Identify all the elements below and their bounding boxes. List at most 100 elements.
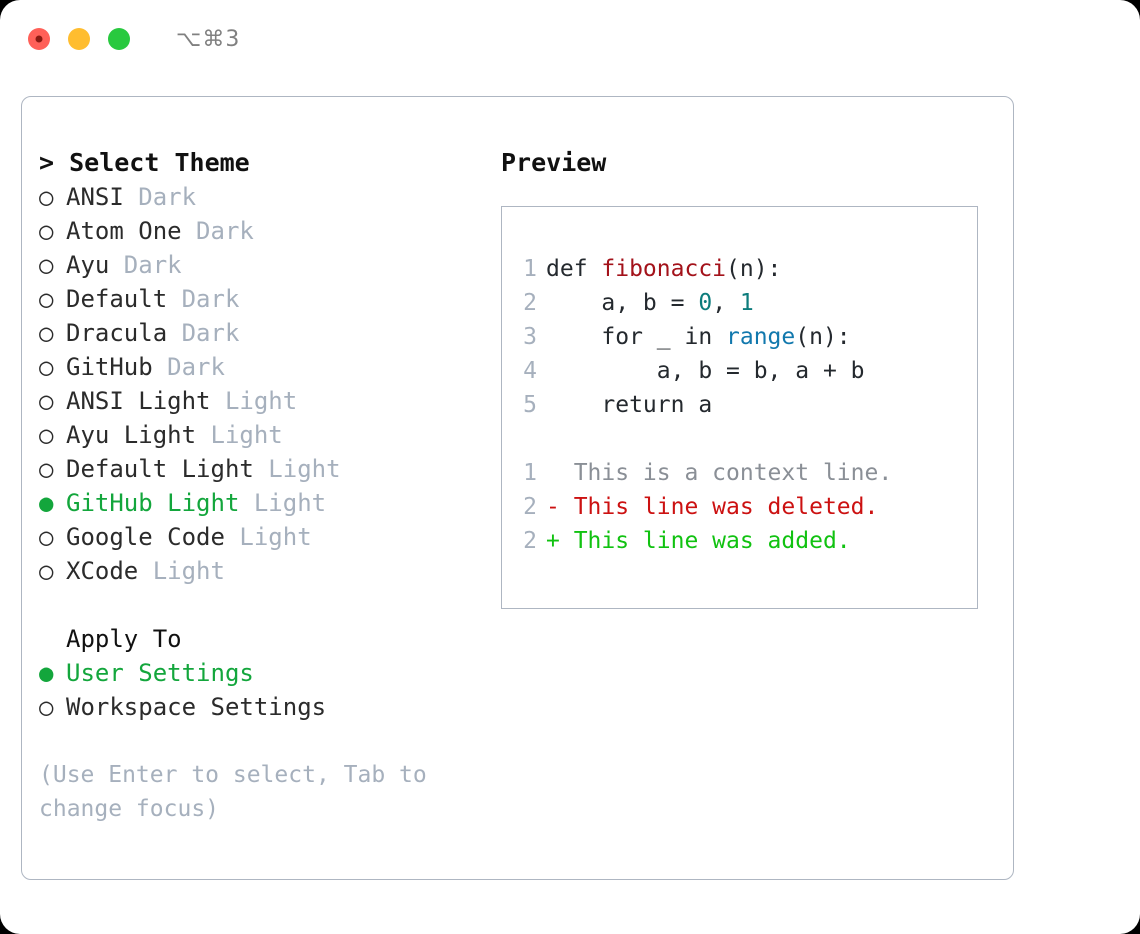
theme-option-label: ANSI: [66, 183, 124, 211]
theme-option-kind: Light: [239, 489, 327, 517]
theme-option-label: Ayu: [66, 251, 110, 279]
diff-line: 2 + This line was added.: [513, 524, 971, 558]
diff-sample: 1 This is a context line. 2 - This line wa…: [513, 456, 971, 558]
code-token: 1: [739, 290, 754, 316]
code-token: a, b =: [546, 290, 699, 316]
code-line: 4 a, b = b, a + b: [513, 354, 971, 388]
apply-to-option-workspace-settings[interactable]: ○ Workspace Settings: [39, 690, 489, 724]
theme-option-google-code[interactable]: ○ Google Code Light: [39, 520, 489, 554]
preview-title: Preview: [501, 148, 607, 177]
diff-line: 2 - This line was deleted.: [513, 490, 971, 524]
radio-selected-icon: ●: [39, 659, 54, 687]
theme-option-label: GitHub: [66, 353, 153, 381]
code-line-number: 2: [523, 290, 537, 316]
close-button-icon[interactable]: [28, 28, 50, 50]
code-token: return a: [546, 392, 713, 418]
radio-selected-icon: ●: [39, 489, 54, 517]
theme-option-kind: Light: [196, 421, 283, 449]
code-token: (n):: [795, 324, 851, 350]
radio-unselected-icon: ○: [39, 693, 54, 721]
theme-option-kind: Dark: [123, 183, 197, 211]
main-panel: > Select Theme ○ANSI Dark○Atom One Dark○…: [21, 96, 1014, 880]
code-token: range: [726, 324, 796, 350]
keyboard-shortcut-label: ⌥⌘3: [176, 26, 241, 52]
theme-option-kind: Light: [210, 387, 298, 415]
code-token: for _ in: [546, 324, 727, 350]
apply-to-option-user-settings[interactable]: ● User Settings: [39, 656, 489, 690]
apply-to-option-label: Workspace Settings: [66, 693, 327, 721]
theme-option-label: Ayu Light: [66, 421, 197, 449]
theme-option-dracula[interactable]: ○ Dracula Dark: [39, 316, 489, 350]
theme-option-kind: Dark: [181, 217, 254, 245]
spacer: [39, 724, 489, 758]
diff-line-text: - This line was deleted.: [546, 494, 879, 520]
title-bar: ⌥⌘3: [0, 0, 1140, 78]
theme-option-label: Atom One: [66, 217, 182, 245]
code-line-number: 4: [523, 358, 537, 384]
diff-line-number: 2: [523, 494, 537, 520]
theme-option-ayu[interactable]: ○ Ayu Dark: [39, 248, 489, 282]
theme-option-kind: Light: [224, 523, 312, 551]
code-token: ,: [712, 290, 740, 316]
theme-option-atom-one[interactable]: ○ Atom One Dark: [39, 214, 489, 248]
diff-line-number: 1: [523, 460, 537, 486]
radio-unselected-icon: ○: [39, 319, 54, 347]
theme-option-github-light[interactable]: ● GitHub Light Light: [39, 486, 489, 520]
theme-option-ansi-light[interactable]: ○ANSI Light Light: [39, 384, 489, 418]
radio-unselected-icon: ○: [39, 523, 54, 551]
theme-option-kind: Light: [253, 455, 341, 483]
code-blank-line: [513, 422, 971, 456]
theme-option-ayu-light[interactable]: ○ Ayu Light Light: [39, 418, 489, 452]
diff-line-text: + This line was added.: [546, 528, 851, 554]
apply-to-option-label: User Settings: [66, 659, 254, 687]
radio-unselected-icon: ○: [39, 455, 54, 483]
radio-unselected-icon: ○: [39, 353, 54, 381]
theme-option-kind: Dark: [152, 353, 225, 381]
diff-line: 1 This is a context line.: [513, 456, 971, 490]
theme-option-kind: Dark: [167, 319, 240, 347]
code-line: 3 for _ in range(n):: [513, 320, 971, 354]
keyboard-hint-text: (Use Enter to select, Tab to change focu…: [39, 762, 427, 822]
maximize-button-icon[interactable]: [108, 28, 130, 50]
apply-to-list[interactable]: ● User Settings ○ Workspace Settings: [39, 656, 489, 724]
traffic-light-buttons: [28, 28, 130, 50]
theme-option-label: Default: [66, 285, 168, 313]
radio-unselected-icon: ○: [39, 387, 54, 415]
diff-line-number: 2: [523, 528, 537, 554]
theme-option-ansi[interactable]: ○ANSI Dark: [39, 180, 489, 214]
code-token: fibonacci: [601, 256, 727, 282]
theme-option-label: XCode: [66, 557, 139, 585]
code-line: 2 a, b = 0, 1: [513, 286, 971, 320]
radio-unselected-icon: ○: [39, 251, 54, 279]
radio-unselected-icon: ○: [39, 285, 54, 313]
code-line-number: 3: [523, 324, 537, 350]
theme-option-github[interactable]: ○ GitHub Dark: [39, 350, 489, 384]
minimize-button-icon[interactable]: [68, 28, 90, 50]
radio-unselected-icon: ○: [39, 217, 54, 245]
theme-option-xcode[interactable]: ○ XCode Light: [39, 554, 489, 588]
theme-option-kind: Dark: [167, 285, 240, 313]
theme-option-label: Dracula: [66, 319, 168, 347]
panel-columns: > Select Theme ○ANSI Dark○Atom One Dark○…: [22, 97, 1013, 879]
radio-unselected-icon: ○: [39, 421, 54, 449]
theme-option-default-light[interactable]: ○Default Light Light: [39, 452, 489, 486]
code-line-number: 1: [523, 256, 537, 282]
apply-to-header: Apply To: [66, 625, 182, 653]
theme-option-label: Google Code: [66, 523, 225, 551]
theme-option-kind: Dark: [109, 251, 182, 279]
code-token: (n):: [726, 256, 782, 282]
spacer: [39, 588, 489, 622]
code-token: a, b = b, a + b: [546, 358, 865, 384]
theme-option-label: GitHub Light: [66, 489, 240, 517]
radio-unselected-icon: ○: [39, 557, 54, 585]
diff-line-text: This is a context line.: [546, 460, 893, 486]
select-theme-header: > Select Theme: [39, 148, 250, 177]
theme-option-kind: Light: [138, 557, 225, 585]
code-token: 0: [698, 290, 713, 316]
theme-list[interactable]: ○ANSI Dark○Atom One Dark○Ayu Dark○Defaul…: [39, 180, 489, 588]
theme-option-default[interactable]: ○ Default Dark: [39, 282, 489, 316]
